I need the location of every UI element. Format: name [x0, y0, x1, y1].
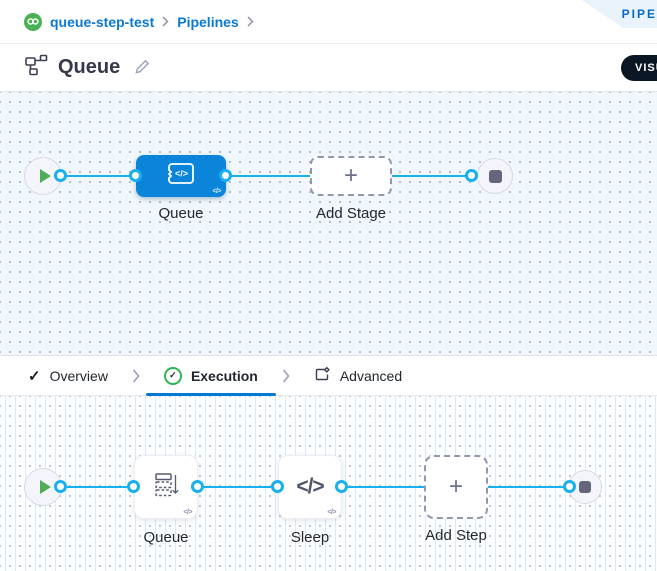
chevron-right-icon: [162, 16, 169, 27]
check-icon: ✓: [169, 370, 177, 380]
chevron-right-icon: [247, 16, 254, 27]
add-step-label: Add Step: [425, 527, 487, 544]
svg-text:</>: </>: [175, 169, 188, 179]
visual-mode-toggle[interactable]: VISU: [621, 55, 657, 81]
connector-edge: [340, 486, 426, 488]
stage-label: Queue: [158, 205, 204, 222]
code-chip-icon: </>: [183, 509, 192, 516]
breadcrumb-project-link[interactable]: queue-step-test: [50, 13, 155, 30]
tab-advanced[interactable]: Advanced: [294, 356, 422, 395]
breadcrumb-pipelines-link[interactable]: Pipelines: [177, 13, 239, 30]
stop-icon: [579, 481, 591, 493]
tab-label: Overview: [49, 367, 108, 384]
step-node-queue[interactable]: </>: [134, 455, 198, 519]
connector-port[interactable]: [465, 169, 478, 182]
check-circle-icon: ✓: [163, 366, 182, 385]
connector-port[interactable]: [54, 169, 67, 182]
stage-canvas[interactable]: </> </> Queue + Add Stage: [0, 92, 657, 355]
connector-edge: [58, 486, 138, 488]
plus-icon: +: [448, 473, 463, 500]
connector-edge: [224, 175, 312, 177]
pipeline-end-node[interactable]: [477, 158, 513, 194]
connector-port[interactable]: [335, 480, 348, 493]
add-step-button[interactable]: +: [424, 455, 488, 519]
connector-port[interactable]: [54, 480, 67, 493]
step-label: Queue: [143, 529, 189, 546]
step-node-sleep[interactable]: </> </>: [278, 455, 342, 519]
tab-overview[interactable]: ✓ Overview: [8, 356, 128, 395]
pipeline-tab-bar: ✓ Overview ✓ Execution Advanced: [0, 355, 657, 396]
advanced-settings-icon: [314, 366, 331, 386]
chevron-right-icon: [282, 368, 290, 383]
stop-icon: [488, 169, 502, 183]
code-chip-icon: </>: [327, 509, 336, 516]
page-title: Queue: [58, 56, 121, 78]
plus-icon: +: [343, 162, 358, 189]
tab-label: Execution: [190, 367, 258, 384]
step-label: Sleep: [290, 529, 330, 546]
pipeline-title-bar: Queue VISU: [0, 44, 657, 92]
connector-port[interactable]: [271, 480, 284, 493]
pipeline-studio-ribbon: PIPE: [574, 0, 657, 30]
play-icon: [39, 480, 51, 494]
pipeline-icon: [24, 54, 48, 81]
breadcrumb-bar: queue-step-test Pipelines PIPE: [0, 0, 657, 44]
connector-edge: [486, 486, 566, 488]
connector-port[interactable]: [191, 480, 204, 493]
connector-port[interactable]: [129, 169, 142, 182]
play-icon: [39, 169, 51, 183]
custom-stage-icon: </>: [166, 161, 196, 191]
execution-step-canvas[interactable]: </> Queue </> </> Sleep + Add Step: [0, 396, 657, 571]
connector-edge: [390, 175, 472, 177]
edit-pipeline-name-button[interactable]: [134, 58, 151, 78]
breadcrumb: queue-step-test Pipelines: [24, 12, 254, 31]
check-icon: ✓: [28, 367, 41, 385]
script-step-icon: </>: [296, 475, 324, 498]
ribbon-label: PIPE: [621, 7, 657, 21]
add-stage-button[interactable]: +: [310, 156, 392, 196]
connector-port[interactable]: [127, 480, 140, 493]
chevron-right-icon: [132, 368, 140, 383]
pencil-icon: [134, 58, 151, 78]
connector-port[interactable]: [563, 480, 576, 493]
tab-label: Advanced: [339, 367, 403, 384]
tab-execution[interactable]: ✓ Execution: [144, 356, 278, 396]
stage-node-queue[interactable]: </> </>: [136, 155, 226, 197]
queue-step-icon: [152, 471, 180, 504]
connector-edge: [196, 486, 280, 488]
connector-edge: [58, 175, 140, 177]
harness-logo-icon: [24, 12, 42, 31]
connector-port[interactable]: [219, 169, 232, 182]
code-chip-icon: </>: [212, 188, 221, 195]
add-stage-label: Add Stage: [315, 205, 387, 222]
